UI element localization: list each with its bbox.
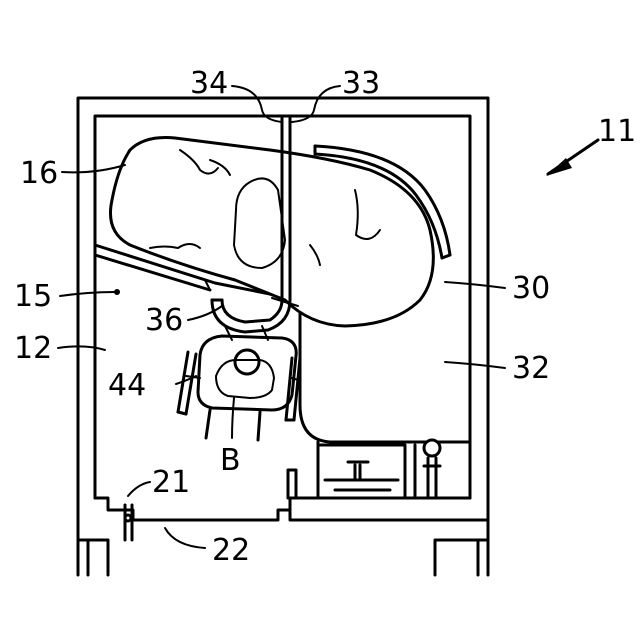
- partition-wall: [300, 300, 470, 498]
- wheelchair: [178, 326, 300, 440]
- label-21: 21: [152, 465, 190, 500]
- reference-arrow: [546, 140, 598, 176]
- floor-equipment: [318, 440, 440, 498]
- label-22: 22: [212, 533, 250, 568]
- label-34: 34: [190, 66, 228, 101]
- label-32: 32: [512, 351, 550, 386]
- label-30: 30: [512, 271, 550, 306]
- label-b: B: [220, 443, 241, 478]
- label-16: 16: [20, 156, 58, 191]
- label-11: 11: [598, 114, 636, 149]
- label-36: 36: [145, 303, 183, 338]
- label-15: 15: [14, 279, 52, 314]
- label-33: 33: [342, 66, 380, 101]
- label-44: 44: [108, 368, 146, 403]
- point-marker: [114, 289, 120, 295]
- label-12: 12: [14, 331, 52, 366]
